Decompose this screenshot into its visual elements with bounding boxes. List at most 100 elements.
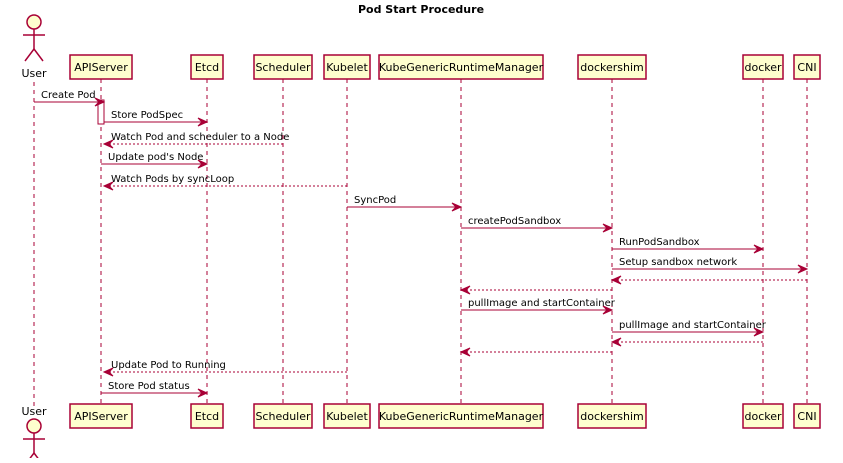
message-16: Update Pod to Running bbox=[102, 360, 347, 377]
message-7: createPodSandbox bbox=[461, 216, 614, 233]
participant-etcd-bottom: Etcd bbox=[190, 403, 224, 429]
message-label: Store PodSpec bbox=[111, 110, 183, 121]
message-arrowhead bbox=[451, 202, 463, 212]
participant-box bbox=[742, 403, 784, 429]
message-arrowhead bbox=[197, 159, 209, 169]
participant-box bbox=[253, 54, 313, 80]
actor-right-leg bbox=[33, 452, 43, 463]
actor-label: User bbox=[21, 405, 47, 418]
message-11 bbox=[459, 285, 612, 295]
participant-box bbox=[69, 54, 133, 80]
message-4: Update pod's Node bbox=[101, 152, 209, 169]
participant-label: Kubelet bbox=[326, 410, 368, 423]
participant-box bbox=[190, 403, 224, 429]
actor-left-leg bbox=[24, 48, 35, 62]
participant-box bbox=[793, 403, 821, 429]
participant-label: CNI bbox=[797, 61, 816, 74]
message-label: Create Pod bbox=[41, 90, 96, 101]
participant-label: CNI bbox=[797, 410, 816, 423]
message-10 bbox=[610, 275, 807, 285]
actor-user-top: User bbox=[21, 14, 47, 80]
message-label: Setup sandbox network bbox=[619, 257, 737, 268]
participant-box bbox=[323, 54, 371, 80]
message-arrowhead bbox=[102, 367, 114, 377]
participant-label: dockershim bbox=[580, 410, 644, 423]
message-14 bbox=[610, 337, 763, 347]
participant-docker-bottom: docker bbox=[742, 403, 784, 429]
participant-etcd-top: Etcd bbox=[190, 54, 224, 80]
message-9: Setup sandbox network bbox=[612, 257, 809, 274]
message-3: Watch Pod and scheduler to a Node bbox=[102, 132, 289, 149]
participant-cni-top: CNI bbox=[793, 54, 821, 80]
diagram-title: Pod Start Procedure bbox=[358, 3, 484, 16]
message-arrowhead bbox=[197, 388, 209, 398]
message-arrowhead bbox=[197, 117, 209, 127]
participant-label: APIServer bbox=[74, 410, 128, 423]
message-15 bbox=[459, 347, 612, 357]
message-6: SyncPod bbox=[347, 195, 463, 212]
participant-label: docker bbox=[744, 61, 782, 74]
message-label: RunPodSandbox bbox=[619, 237, 700, 248]
participant-label: Etcd bbox=[195, 410, 219, 423]
actor-label: User bbox=[21, 67, 47, 80]
participant-box bbox=[577, 403, 647, 429]
participant-label: KubeGenericRuntimeManager bbox=[379, 410, 544, 423]
actor-head bbox=[26, 418, 42, 434]
actor-right-leg bbox=[33, 48, 44, 62]
participant-box bbox=[793, 54, 821, 80]
message-arrowhead bbox=[102, 181, 114, 191]
message-arrowhead bbox=[797, 264, 809, 274]
message-5: Watch Pods by syncLoop bbox=[102, 174, 347, 191]
participant-label: dockershim bbox=[580, 61, 644, 74]
participant-label: docker bbox=[744, 410, 782, 423]
message-arrowhead bbox=[102, 139, 114, 149]
message-label: pullImage and startContainer bbox=[468, 298, 616, 309]
message-2: Store PodSpec bbox=[104, 110, 209, 127]
participant-box bbox=[378, 403, 544, 429]
activation-apiserver bbox=[97, 99, 105, 125]
message-17: Store Pod status bbox=[101, 381, 209, 398]
message-13: pullImage and startContainer bbox=[612, 320, 767, 337]
message-arrowhead bbox=[94, 97, 106, 107]
participant-apiserver-bottom: APIServer bbox=[69, 403, 133, 429]
actor-user-bottom: User bbox=[21, 405, 47, 463]
participant-box bbox=[190, 54, 224, 80]
participant-box bbox=[378, 54, 544, 80]
participant-kubelet-top: Kubelet bbox=[323, 54, 371, 80]
message-12: pullImage and startContainer bbox=[461, 298, 616, 315]
participant-label: Scheduler bbox=[255, 410, 311, 423]
message-arrowhead bbox=[459, 285, 471, 295]
participant-label: Kubelet bbox=[326, 61, 368, 74]
participant-kgrm-top: KubeGenericRuntimeManager bbox=[378, 54, 544, 80]
participant-box bbox=[253, 403, 313, 429]
participant-scheduler-top: Scheduler bbox=[253, 54, 313, 80]
message-1: Create Pod bbox=[34, 90, 106, 107]
message-label: Update pod's Node bbox=[108, 152, 203, 163]
participant-label: Scheduler bbox=[255, 61, 311, 74]
message-label: Watch Pods by syncLoop bbox=[111, 174, 234, 185]
message-arrowhead bbox=[753, 244, 765, 254]
message-label: SyncPod bbox=[354, 195, 396, 206]
message-arrowhead bbox=[602, 223, 614, 233]
message-label: Store Pod status bbox=[108, 381, 190, 392]
participant-box bbox=[577, 54, 647, 80]
participant-docker-top: docker bbox=[742, 54, 784, 80]
participant-scheduler-bottom: Scheduler bbox=[253, 403, 313, 429]
participant-kgrm-bottom: KubeGenericRuntimeManager bbox=[378, 403, 544, 429]
message-8: RunPodSandbox bbox=[612, 237, 765, 254]
participant-box bbox=[742, 54, 784, 80]
actor-left-leg bbox=[25, 452, 35, 463]
participant-cni-bottom: CNI bbox=[793, 403, 821, 429]
message-label: Update Pod to Running bbox=[111, 360, 226, 371]
message-arrowhead bbox=[602, 305, 614, 315]
participant-apiserver-top: APIServer bbox=[69, 54, 133, 80]
participant-box bbox=[69, 403, 133, 429]
message-label: createPodSandbox bbox=[468, 216, 561, 227]
participant-label: Etcd bbox=[195, 61, 219, 74]
participant-label: APIServer bbox=[74, 61, 128, 74]
participant-kubelet-bottom: Kubelet bbox=[323, 403, 371, 429]
message-label: Watch Pod and scheduler to a Node bbox=[111, 132, 289, 143]
message-arrowhead bbox=[610, 337, 622, 347]
